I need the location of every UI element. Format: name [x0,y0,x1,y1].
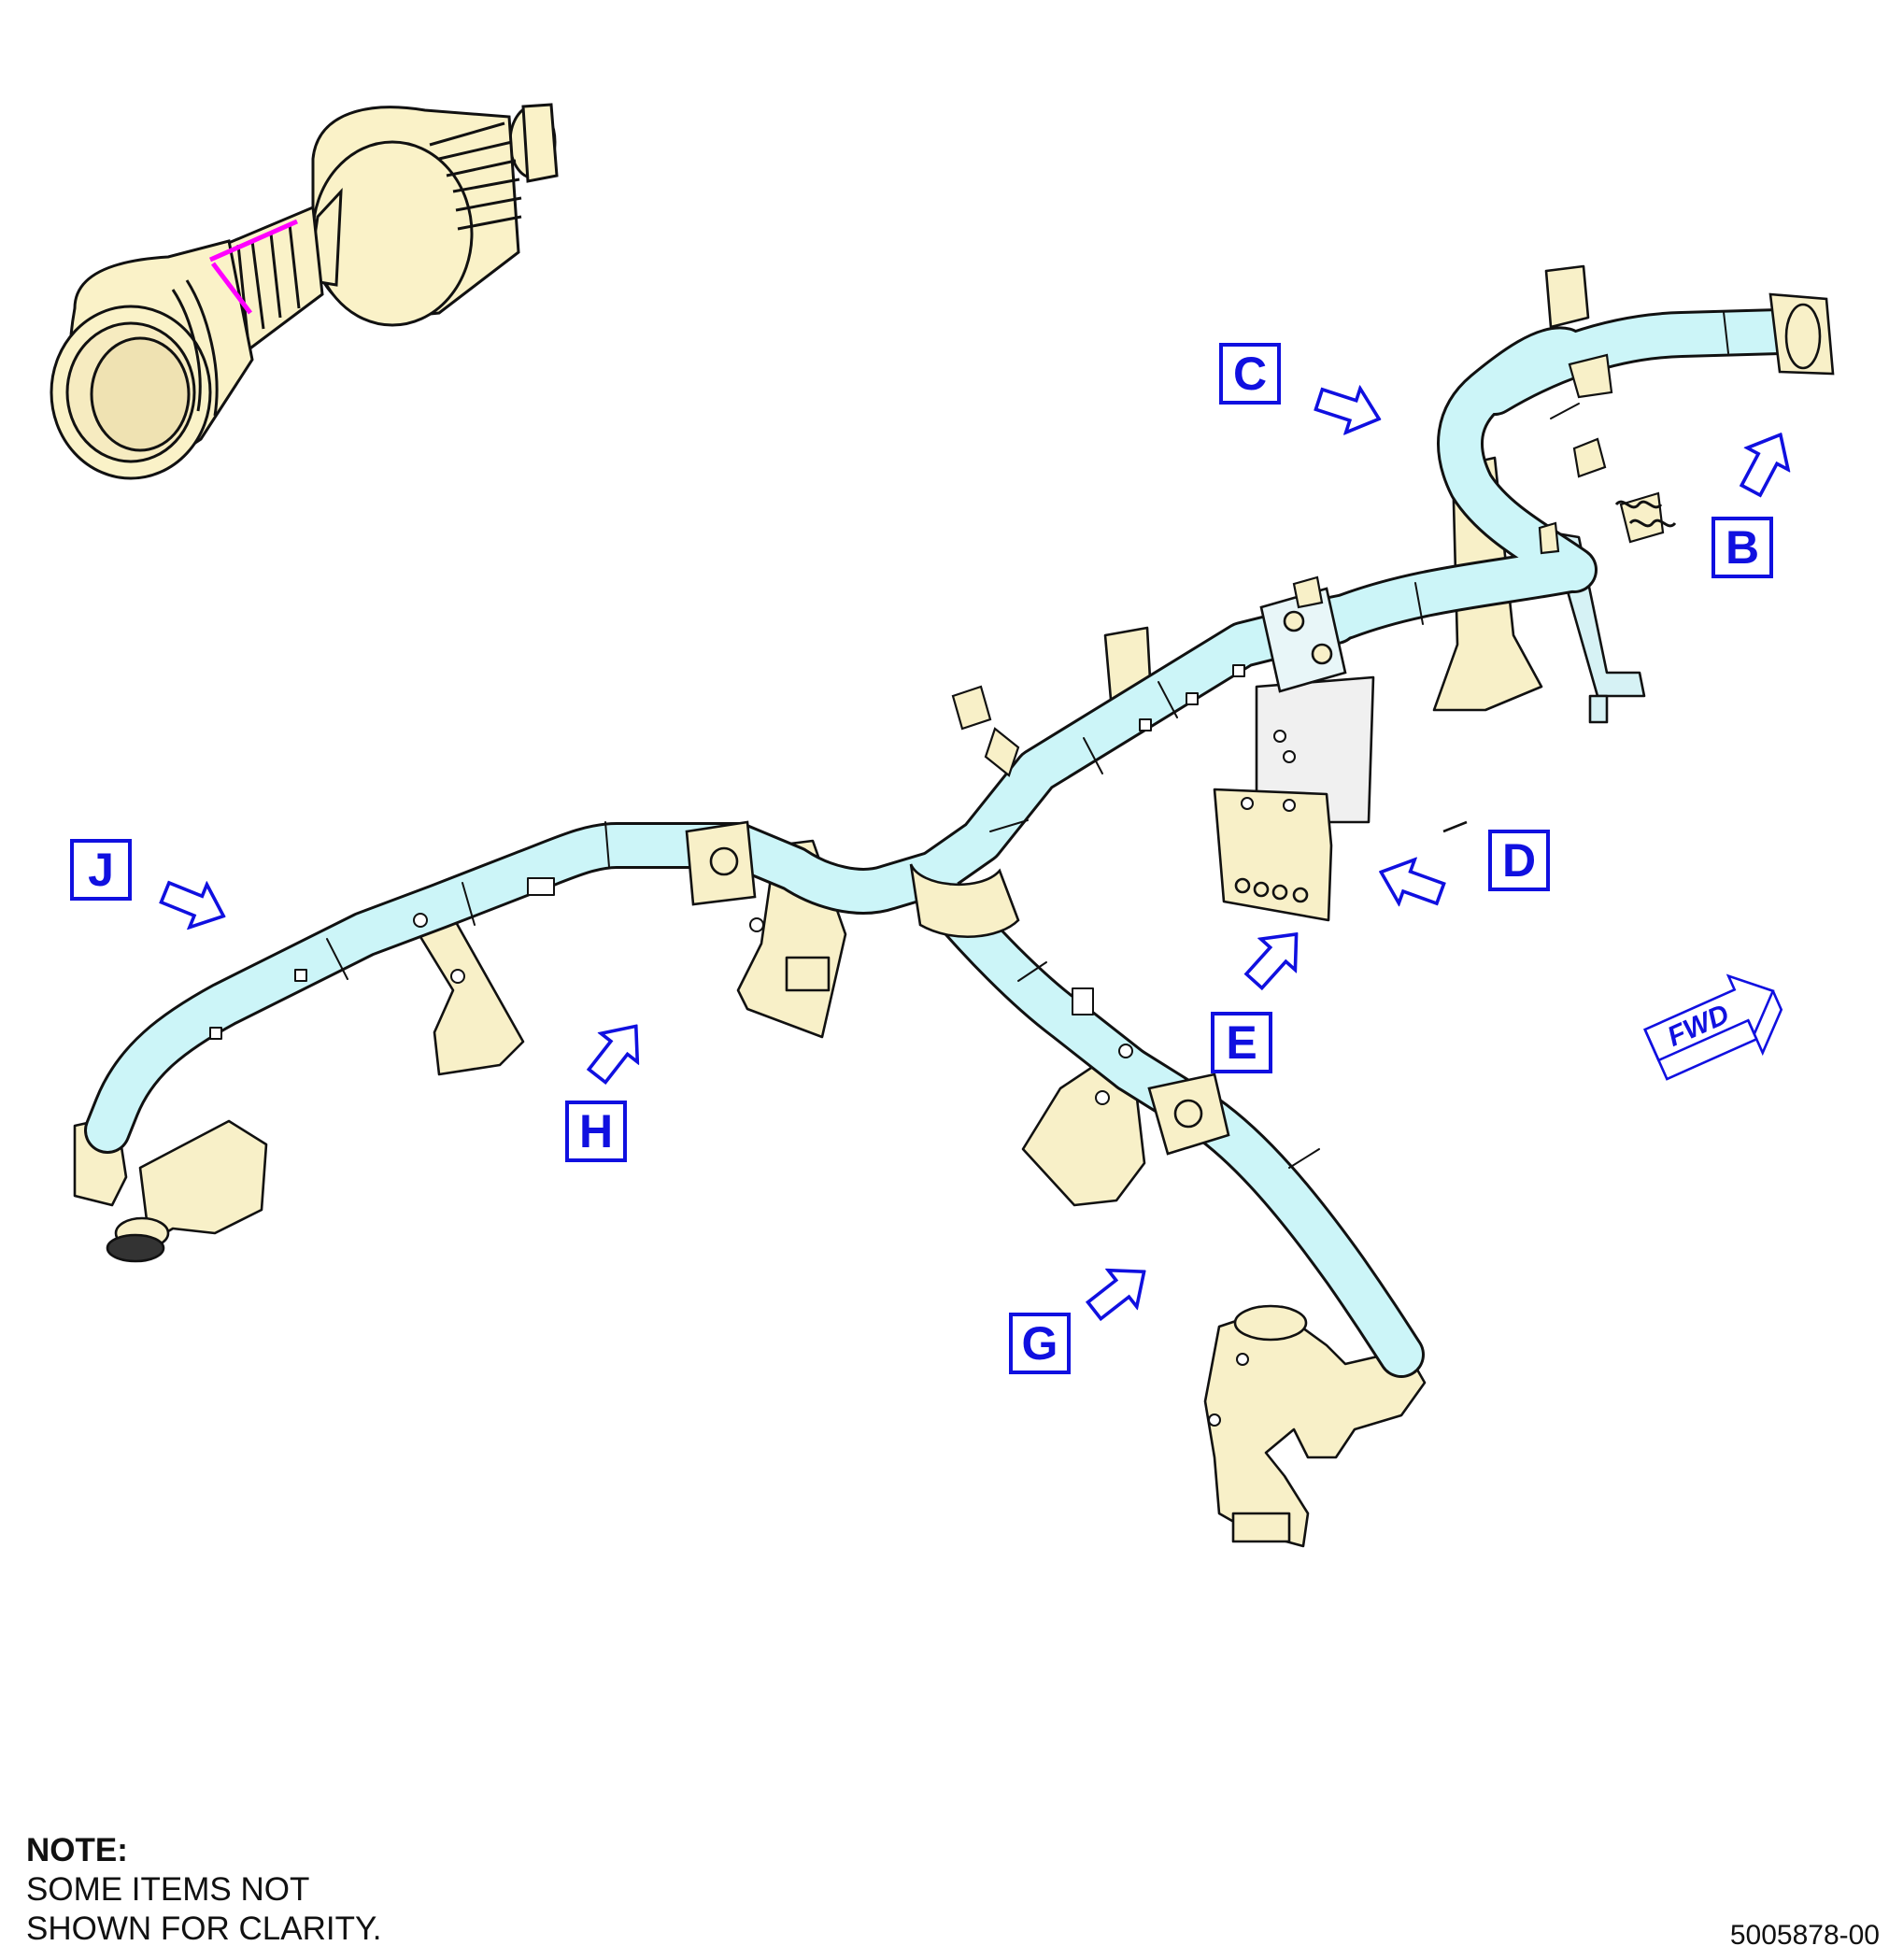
view-arrow-b [1728,421,1803,504]
callout-g: G [1009,1313,1071,1374]
wire-clips [1614,500,1677,528]
callout-c: C [1219,343,1281,405]
callout-e: E [1211,1012,1272,1073]
callout-b: B [1711,517,1773,578]
view-arrow-c [1310,376,1388,443]
note-block: NOTE: SOME ITEMS NOT SHOWN FOR CLARITY. [26,1831,382,1949]
bracket-parts [73,264,1646,1548]
note-line-2: SHOWN FOR CLARITY. [26,1910,382,1947]
view-arrow-e [1235,916,1315,999]
view-arrow-h [576,1010,657,1092]
callout-j: J [70,839,132,901]
duct-flanges [685,292,1835,1156]
callout-d: D [1488,830,1550,891]
note-heading: NOTE: [26,1832,128,1868]
document-number: 5005878-00 [1729,1920,1880,1951]
view-arrow-j [154,869,234,940]
duct-runs [84,308,1803,1378]
view-arrow-g [1078,1251,1160,1331]
engine-locator-icon [50,103,559,480]
note-line-1: SOME ITEMS NOT [26,1871,310,1908]
fwd-arrow-icon: FWD [1643,973,1783,1081]
view-arrow-d [1371,848,1451,917]
bolt-heads [413,730,1296,1427]
callout-h: H [565,1101,627,1162]
cut-line-marker [208,219,299,315]
